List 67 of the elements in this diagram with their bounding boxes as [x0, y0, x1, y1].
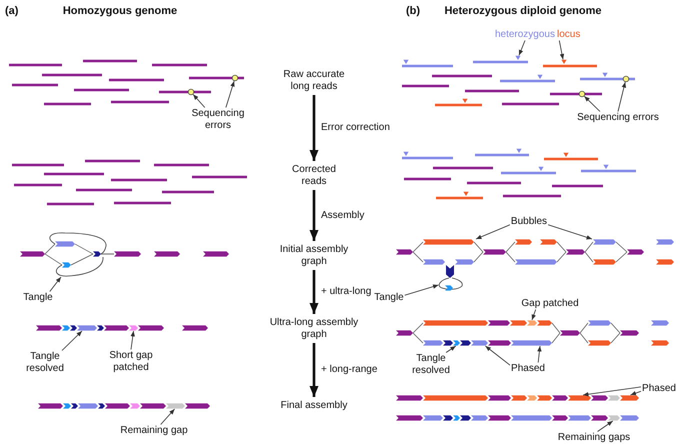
contig-segment: [453, 340, 460, 346]
contig-segment: [527, 320, 537, 326]
panel-label: (b): [406, 5, 420, 17]
leader-line: [532, 309, 536, 320]
leader-line: [49, 276, 62, 292]
annotation-text: Sequencing errors: [192, 108, 244, 131]
leader-line: [630, 390, 642, 396]
annotation-text: Short gap patched: [109, 350, 153, 373]
step-label: Final assembly: [280, 400, 348, 411]
leader-line: [518, 40, 526, 56]
edge-label: + ultra-long: [320, 286, 372, 297]
leader-line: [160, 408, 175, 425]
panel-title: Homozygous genome: [62, 5, 178, 17]
leader-line: [597, 420, 614, 432]
annotation-text: heterozygous: [494, 29, 555, 40]
annotation-text: Gap patched: [521, 298, 579, 309]
arrow: [310, 95, 318, 161]
arrow: [310, 270, 318, 314]
contig-segment: [471, 340, 488, 346]
edge-label: Assembly: [320, 210, 364, 220]
step-label: Ultra-long assembly graph: [270, 317, 358, 340]
arrow: [310, 343, 318, 397]
edge-label: Error correction: [320, 122, 390, 133]
leader-line: [476, 224, 510, 240]
leader-line: [537, 346, 542, 363]
annotation-text: Bubbles: [510, 216, 548, 227]
leader-line: [582, 386, 642, 396]
contig-segment: [608, 415, 620, 421]
edge-label: + long-range: [320, 364, 378, 375]
contig-segment: [166, 403, 185, 409]
contig-segment: [568, 395, 591, 401]
leader-line: [62, 330, 82, 351]
annotation-text: locus: [557, 29, 580, 40]
leader-line: [485, 346, 510, 366]
annotation-text: Sequencing errors: [577, 112, 659, 123]
dot-icon: [232, 74, 238, 82]
triangle-marker-icon: [561, 60, 567, 64]
arrow: [310, 190, 318, 241]
dot-icon: [622, 76, 630, 82]
annotation-text: Phased: [642, 383, 676, 394]
annotation-text: Remaining gaps: [558, 432, 630, 443]
annotation-text: Phased: [511, 363, 545, 374]
leader-line: [584, 96, 600, 112]
leader-line: [548, 224, 592, 240]
annotation-text: Tangle: [374, 292, 404, 303]
panel-label: (a): [5, 5, 18, 17]
step-label: Raw accurate long reads: [283, 69, 345, 92]
step-label: Corrected reads: [292, 164, 336, 187]
annotation-text: Tangle resolved: [412, 353, 450, 376]
annotation-text: Remaining gap: [120, 425, 188, 436]
leader-line: [618, 82, 626, 112]
dot-icon: [188, 88, 194, 96]
leader-line: [446, 346, 456, 353]
leader-line: [192, 94, 206, 108]
contig-segment: [129, 325, 138, 331]
step-label: Initial assembly graph: [280, 244, 348, 267]
contig-segment: [77, 325, 97, 331]
leader-line: [226, 80, 235, 108]
annotation-text: Tangle: [23, 292, 53, 303]
leader-line: [558, 40, 564, 60]
triangle-marker-icon: [515, 56, 521, 60]
leader-line: [130, 330, 135, 350]
annotation-text: Tangle resolved: [26, 351, 64, 374]
leader-line: [404, 284, 439, 296]
dot-icon: [578, 90, 586, 98]
panel-title: Heterozygous diploid genome: [444, 5, 602, 17]
contig-segment: [620, 395, 639, 401]
